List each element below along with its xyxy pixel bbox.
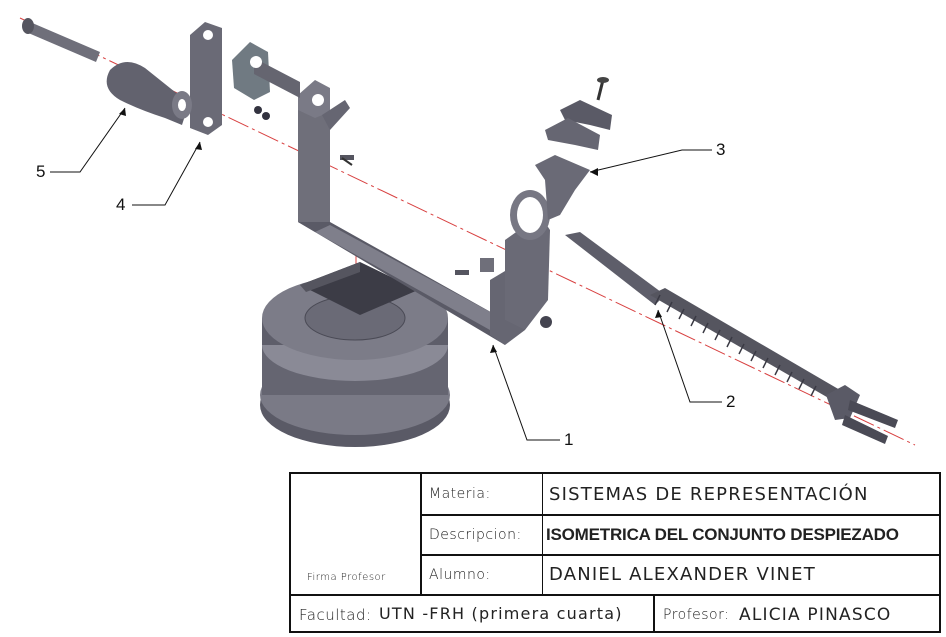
profesor-label: Profesor:: [663, 607, 730, 623]
alumno-label: Alumno:: [429, 567, 491, 583]
tb-row-line-2: [420, 554, 941, 556]
callout-1: 1: [564, 430, 574, 449]
top-bracket: [232, 42, 300, 120]
suction-base: [260, 262, 450, 447]
firma-profesor-label: Firma Profesor: [307, 572, 386, 583]
handle: [106, 61, 192, 125]
descripcion-label: Descripcion:: [429, 527, 522, 543]
materia-value: SISTEMAS DE REPRESENTACIÓN: [549, 484, 869, 505]
small-screw-icon: [341, 157, 353, 166]
tb-divider-bottom: [653, 594, 655, 633]
callout-4: 4: [116, 195, 126, 214]
descripcion-value: ISOMETRICA DEL CONJUNTO DESPIEZADO: [546, 525, 899, 544]
screw-icon: [596, 79, 605, 101]
materia-label: Materia:: [429, 486, 491, 502]
threaded-shaft: [565, 232, 898, 444]
profesor-value: ALICIA PINASCO: [739, 605, 892, 625]
crank-arm: [190, 22, 222, 135]
tb-row-line-1: [420, 514, 941, 516]
exploded-isometric-drawing: [19, 17, 916, 447]
blade-assembly: [341, 77, 612, 220]
callout-5: 5: [36, 162, 46, 181]
main-frame: [298, 80, 552, 345]
callout-2: 2: [726, 392, 736, 411]
leader-lines: [50, 107, 722, 441]
title-block: Firma Profesor Materia: SISTEMAS DE REPR…: [289, 472, 941, 633]
tb-row-line-3: [291, 594, 941, 596]
tb-divider-firma: [420, 474, 422, 596]
pin-shaft: [22, 18, 100, 62]
callout-3: 3: [716, 140, 726, 159]
tb-divider-label: [542, 474, 543, 594]
facultad-value: UTN -FRH (primera cuarta): [379, 604, 623, 623]
leader-arrows: [119, 108, 662, 353]
facultad-label: Facultad:: [299, 606, 372, 624]
alumno-value: DANIEL ALEXANDER VINET: [549, 564, 816, 585]
